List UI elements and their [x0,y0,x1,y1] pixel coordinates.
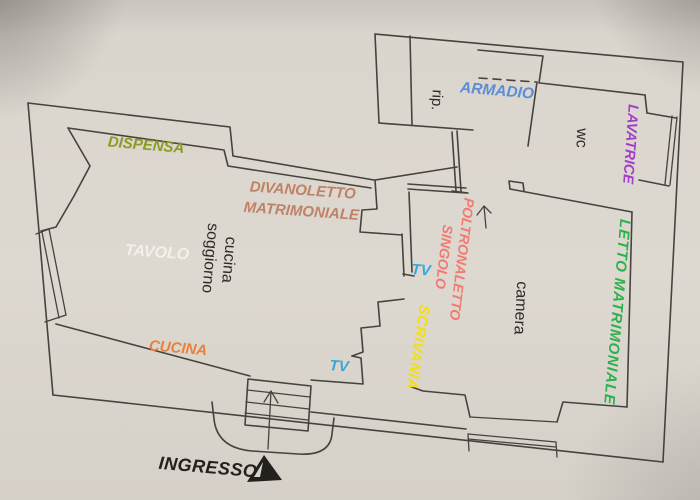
window-camera [467,416,558,458]
entrance-triangle-notch [254,462,263,477]
label-camera: camera [510,280,531,336]
wardrobe-box [477,49,544,84]
kitchen-counter [55,323,251,377]
outer-walls [27,33,684,463]
corridor-walls [40,127,458,232]
staircase [244,378,312,450]
sofa-nook [359,179,403,236]
stairs-up-arrow-icon [263,390,279,450]
entrance-porch-arc [211,401,335,455]
label-divanoletto-matrimoniale: DIVANOLETTO MATRIMONIALE [243,178,360,224]
pillar-zigzag [40,127,91,232]
camera-walls [401,180,633,423]
soggiorno-inner-walls [55,179,467,430]
window-left [35,228,67,323]
label-cucina-soggiorno: cucina soggiorno [198,222,240,294]
vestibule-wall [451,130,469,194]
tv-niche [310,355,364,385]
wardrobe-dashed-line [478,77,537,83]
window-wc [664,115,678,186]
door-up-arrow-icon [476,205,492,229]
label-tv-2: TV [410,261,432,280]
door-stop-bump [508,180,525,192]
label-rip: rip. [427,89,446,111]
label-wc: wc [572,127,591,149]
desk-steps [351,298,405,357]
label-tv-1: TV [328,357,350,376]
